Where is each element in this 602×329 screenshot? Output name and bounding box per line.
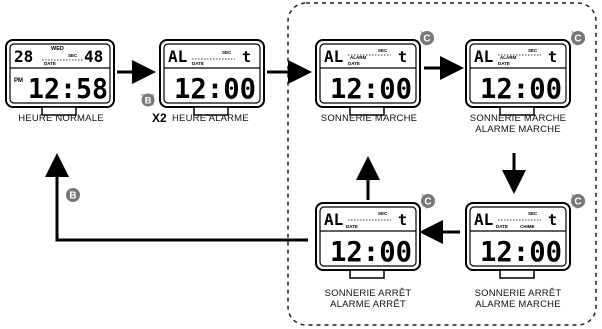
lcd-sec-label: SEC <box>528 48 538 53</box>
lcd-sec-label: SEC <box>378 211 388 216</box>
lcd-sonnerie-marche-alarme-marche: AL SEC ALARM DATE t 12:00 <box>465 39 571 116</box>
lcd-indicator: t <box>398 211 407 229</box>
lcd-time: 12:00 <box>330 72 412 105</box>
alarm-mode-group-boundary <box>287 2 597 326</box>
button-c-badge-1: C <box>420 30 435 46</box>
label-heure-normale: HEURE NORMALE <box>18 113 104 124</box>
lcd-sonnerie-marche: AL SEC ALARM DATE t 12:00 <box>315 39 421 116</box>
label-sonnerie-arret-alarme-marche: SONNERIE ARRÊT ALARME MARCHE <box>474 288 562 310</box>
lcd-ampm: PM <box>14 78 23 84</box>
lcd-weekday: WED <box>51 46 64 52</box>
svg-text:C: C <box>423 34 430 45</box>
lcd-sonnerie-arret-alarme-marche: AL SEC DATE CHIME t 12:00 <box>465 202 571 279</box>
lcd-time: 12:00 <box>480 72 562 105</box>
lcd-mode: AL <box>474 210 493 229</box>
svg-text:C: C <box>574 34 581 45</box>
lcd-indicator: t <box>548 48 557 66</box>
lcd-heure-alarme: AL SEC DATE t 12:00 <box>159 39 265 116</box>
lcd-date-label: DATE <box>348 61 360 66</box>
lcd-top-right-number: 48 <box>84 47 103 66</box>
lcd-mode: AL <box>474 47 493 66</box>
lcd-sonnerie-arret-alarme-arret: AL SEC DATE t 12:00 <box>315 202 421 279</box>
button-b-badge-return: B <box>66 188 80 202</box>
lcd-mode: AL <box>168 47 187 66</box>
button-c-badge-4: C <box>421 193 436 209</box>
button-b-badge: B <box>140 93 155 107</box>
lcd-date-label: DATE <box>496 224 508 229</box>
lcd-sec-label: SEC <box>68 53 78 58</box>
lcd-time: 12:00 <box>174 72 256 105</box>
label-x2: X2 <box>152 111 167 125</box>
lcd-date-label: DATE <box>346 224 358 229</box>
svg-text:B: B <box>69 191 76 202</box>
button-c-badge-2: C <box>571 30 586 46</box>
lcd-sec-label: SEC <box>222 50 232 55</box>
svg-text:C: C <box>574 197 581 208</box>
lcd-indicator: t <box>242 48 251 66</box>
lcd-date-label: DATE <box>498 61 510 66</box>
lcd-date-label: DATE <box>44 61 56 66</box>
lcd-indicator: t <box>398 48 407 66</box>
lcd-day-number: 28 <box>14 47 33 66</box>
lcd-date-label: DATE <box>192 61 204 66</box>
label-sonnerie-arret-alarme-arret: SONNERIE ARRÊT ALARME ARRÊT <box>324 288 412 310</box>
lcd-sec-label: SEC <box>378 48 388 53</box>
svg-text:C: C <box>424 197 431 208</box>
lcd-time: 12:58 <box>28 72 108 105</box>
svg-text:B: B <box>145 96 152 107</box>
label-heure-alarme: HEURE ALARME <box>172 113 249 124</box>
lcd-mode: AL <box>324 47 343 66</box>
lcd-alarm-label: ALARM <box>350 55 366 60</box>
lcd-chime-label: CHIME <box>520 224 535 229</box>
label-sonnerie-marche-alarme-marche: SONNERIE MARCHE ALARME MARCHE <box>469 113 567 135</box>
lcd-alarm-label: ALARM <box>500 55 516 60</box>
label-sonnerie-marche: SONNERIE MARCHE <box>320 113 418 124</box>
lcd-heure-normale: 28 WED SEC DATE 48 PM 12:58 <box>5 39 115 116</box>
button-c-badge-3: C <box>571 193 586 209</box>
lcd-sec-label: SEC <box>528 211 538 216</box>
arrow-return-to-normal <box>45 153 308 242</box>
lcd-time: 12:00 <box>330 235 412 268</box>
lcd-mode: AL <box>324 210 343 229</box>
lcd-time: 12:00 <box>480 235 562 268</box>
lcd-indicator: t <box>548 211 557 229</box>
